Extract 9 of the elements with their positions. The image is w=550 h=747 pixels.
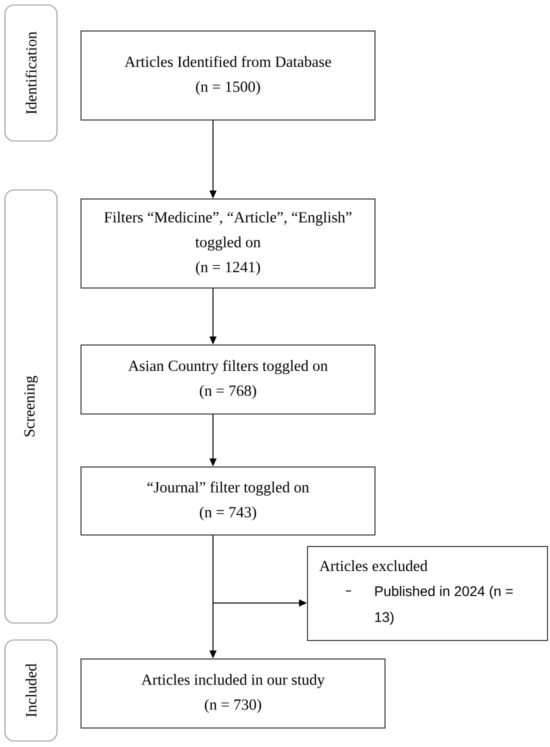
stage-box: Screening — [4, 189, 58, 624]
process-box: Articles included in our study (n = 730) — [80, 658, 386, 728]
exclusion-box: Articles excluded Published in 2024 (n = 13) — [307, 546, 548, 641]
process-box: Articles Identified from Database (n = 1500) — [80, 30, 376, 120]
process-box: Filters “Medicine”, “Article”, “English” toggled on (n = 1241) — [80, 198, 376, 288]
stage-box: Included — [4, 639, 58, 742]
process-box: “Journal” filter toggled on (n = 743) — [80, 466, 376, 536]
process-box: Asian Country filters toggled on (n = 768) — [80, 344, 376, 414]
stage-box: Identification — [4, 4, 58, 142]
